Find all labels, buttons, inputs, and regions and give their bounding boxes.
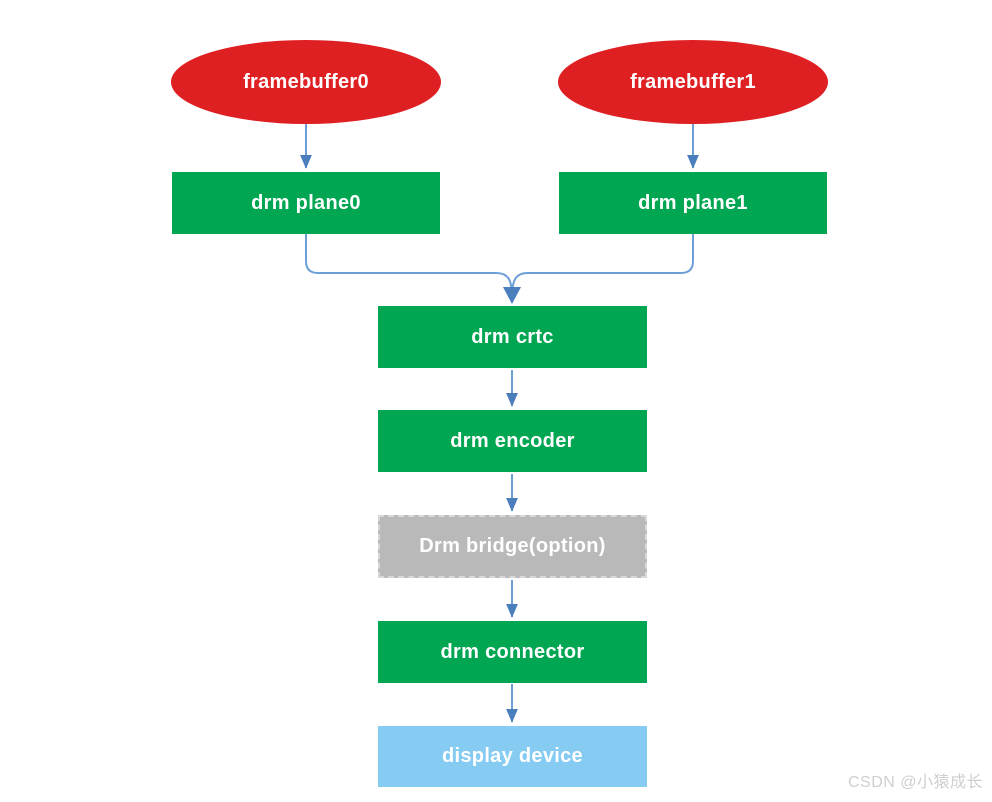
node-drm-plane0-label: drm plane0	[251, 191, 361, 214]
node-display-device-label: display device	[442, 745, 583, 767]
node-drm-plane1-label: drm plane1	[638, 191, 748, 214]
node-drm-crtc: drm crtc	[378, 306, 647, 368]
node-drm-encoder-label: drm encoder	[450, 429, 575, 452]
watermark: CSDN @小猿成长	[848, 768, 983, 792]
arrow-plane0-crtc	[305, 234, 513, 289]
arrow-merge-head	[503, 287, 521, 304]
watermark-text: CSDN @小猿成长	[847, 774, 983, 791]
node-drm-connector-label: drm connector	[440, 640, 585, 663]
node-drm-bridge-label: Drm bridge(option)	[419, 535, 606, 557]
node-drm-bridge: Drm bridge(option)	[378, 515, 647, 578]
node-framebuffer0-label: framebuffer0	[243, 70, 369, 93]
node-drm-connector: drm connector	[378, 621, 647, 683]
arrow-plane1-crtc	[511, 234, 694, 289]
node-framebuffer1: framebuffer1	[558, 40, 828, 124]
node-display-device: display device	[378, 726, 647, 787]
node-drm-crtc-label: drm crtc	[471, 325, 554, 348]
node-drm-plane0: drm plane0	[172, 172, 440, 234]
node-drm-plane1: drm plane1	[559, 172, 827, 234]
node-framebuffer0: framebuffer0	[171, 40, 441, 124]
node-framebuffer1-label: framebuffer1	[630, 70, 756, 93]
node-drm-encoder: drm encoder	[378, 410, 647, 472]
